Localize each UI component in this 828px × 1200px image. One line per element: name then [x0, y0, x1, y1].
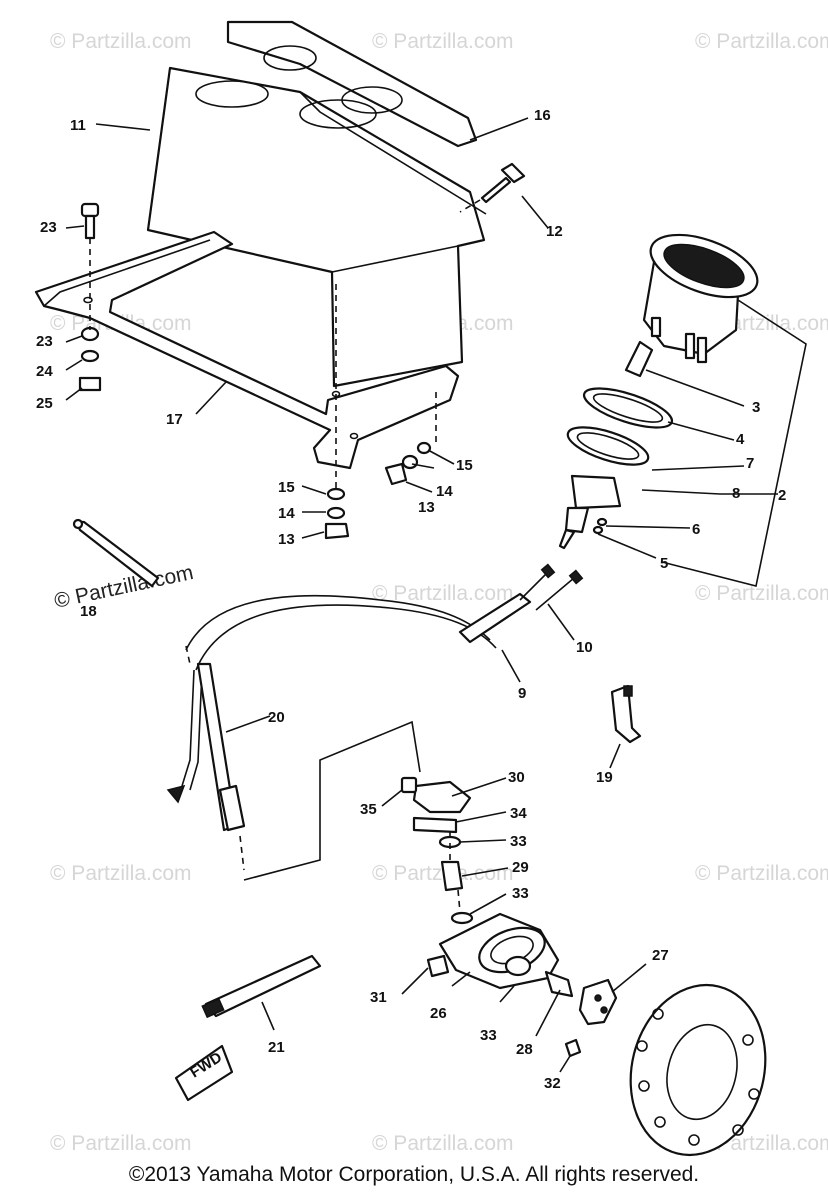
callout-4: 4: [736, 431, 745, 448]
callout-labels: 11 16 12 23 23 24 25 17 15 14 13 13 14 1…: [36, 107, 786, 1092]
callout-30: 30: [508, 769, 525, 786]
part-18-bracket-arm: [72, 518, 160, 588]
alignment-line: [457, 889, 461, 913]
watermark: © Partzilla.com: [372, 30, 514, 53]
callout-13: 13: [278, 531, 295, 548]
callout-35: 35: [360, 801, 377, 818]
alignment-line: [185, 645, 191, 665]
callout-2: 2: [778, 487, 786, 504]
callout-8: 8: [732, 485, 740, 502]
callout-15-b: 15: [456, 457, 473, 474]
callout-24: 24: [36, 363, 53, 380]
part-23-bolt: [80, 202, 100, 240]
part-9-10-cables: [185, 563, 584, 671]
callout-27: 27: [652, 947, 669, 964]
alignment-line: [239, 835, 245, 871]
callout-11: 11: [70, 117, 86, 134]
callout-12: 12: [546, 223, 563, 240]
callout-33-b: 33: [512, 885, 529, 902]
watermark: © Partzilla.com: [372, 582, 514, 605]
callout-9: 9: [518, 685, 526, 702]
part-4-8-socket-rings: [558, 340, 674, 550]
callout-31: 31: [370, 989, 387, 1006]
callout-14-b: 14: [436, 483, 453, 500]
callout-14: 14: [278, 505, 295, 522]
watermark-dark: © Partzilla.com: [52, 561, 195, 613]
watermark: © Partzilla.com: [372, 1132, 514, 1155]
callout-23: 23: [40, 219, 57, 236]
callout-5: 5: [660, 555, 668, 572]
part-16-gasket: [226, 20, 478, 148]
callout-6: 6: [692, 521, 700, 538]
alignment-line: [459, 199, 481, 213]
connector-line: [243, 720, 421, 881]
callout-25: 25: [36, 395, 53, 412]
watermark: © Partzilla.com: [50, 862, 192, 885]
part-29-35-gear-stack: [400, 776, 474, 925]
callout-7: 7: [746, 455, 754, 472]
callout-20: 20: [268, 709, 285, 726]
watermark: © Partzilla.com: [50, 30, 192, 53]
callout-10: 10: [576, 639, 593, 656]
part-19-clip: [610, 684, 642, 744]
leader-lines: [65, 117, 807, 1073]
callout-3: 3: [752, 399, 760, 416]
fwd-arrow: FWD: [174, 1044, 234, 1102]
part-20-sensor: [166, 662, 246, 832]
copyright-notice: ©2013 Yamaha Motor Corporation, U.S.A. A…: [128, 1163, 700, 1186]
callout-16: 16: [534, 107, 551, 124]
part-21-strap: [201, 954, 322, 1019]
callout-29: 29: [512, 859, 529, 876]
watermark: © Partzilla.com: [50, 1132, 192, 1155]
part-26-gear-housing: [426, 912, 560, 990]
callout-34: 34: [510, 805, 527, 822]
callout-26: 26: [430, 1005, 447, 1022]
part-11-meter-cover: [146, 66, 487, 388]
part-hub: [629, 983, 767, 1157]
part-27-28-32-drive: [544, 970, 618, 1058]
callout-28: 28: [516, 1041, 533, 1058]
callout-23-b: 23: [36, 333, 53, 350]
callout-33: 33: [510, 833, 527, 850]
watermark: © Partzilla.com: [695, 582, 828, 605]
watermark: © Partzilla.com: [695, 862, 828, 885]
part-12-screw: [480, 162, 526, 204]
callout-33-c: 33: [480, 1027, 497, 1044]
callout-15: 15: [278, 479, 295, 496]
callout-19: 19: [596, 769, 613, 786]
callout-18: 18: [80, 603, 97, 620]
callout-32: 32: [544, 1075, 561, 1092]
part-23-washer-stack: [78, 326, 102, 392]
part-3-meter-assembly: [642, 233, 759, 364]
callout-17: 17: [166, 411, 183, 428]
callout-21: 21: [268, 1039, 285, 1056]
callout-13-b: 13: [418, 499, 435, 516]
watermark: © Partzilla.com: [695, 30, 828, 53]
